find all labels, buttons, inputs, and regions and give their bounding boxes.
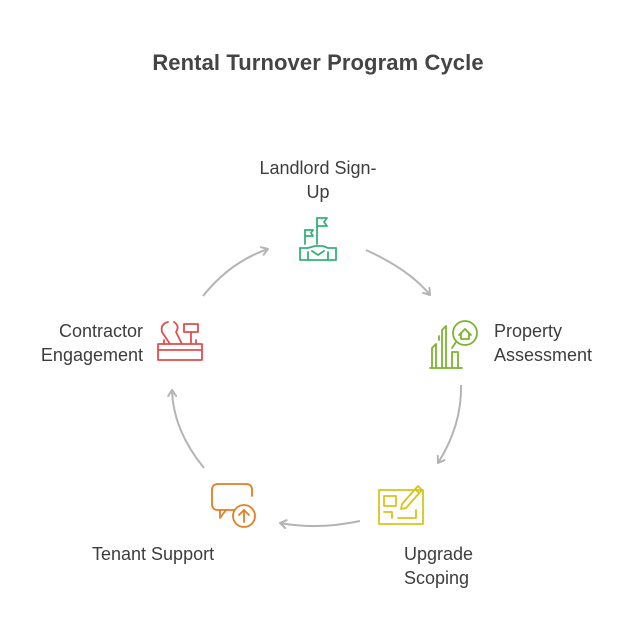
step-label-landlord-signup: Landlord Sign- Up <box>259 158 377 202</box>
arrow-signup-to-assessment <box>365 249 431 296</box>
step-label-tenant-support: Tenant Support <box>92 544 215 564</box>
step-label-contractor-engagement: Contractor Engagement <box>40 321 143 365</box>
toolbox-icon <box>157 321 203 361</box>
diagram-title: Rental Turnover Program Cycle <box>152 50 484 75</box>
arrow-assessment-to-scoping <box>436 384 463 464</box>
chat-upload-icon <box>211 483 256 528</box>
step-label-upgrade-scoping: Upgrade Scoping <box>404 544 474 588</box>
house-search-icon <box>429 320 478 369</box>
step-label-property-assessment: Property Assessment <box>494 321 593 365</box>
blueprint-pencil-icon <box>378 485 424 525</box>
arrow-scoping-to-support <box>279 519 361 530</box>
arrow-support-to-contractor <box>167 389 205 469</box>
arrow-contractor-to-signup <box>202 246 269 297</box>
handshake-flags-icon <box>299 217 337 261</box>
